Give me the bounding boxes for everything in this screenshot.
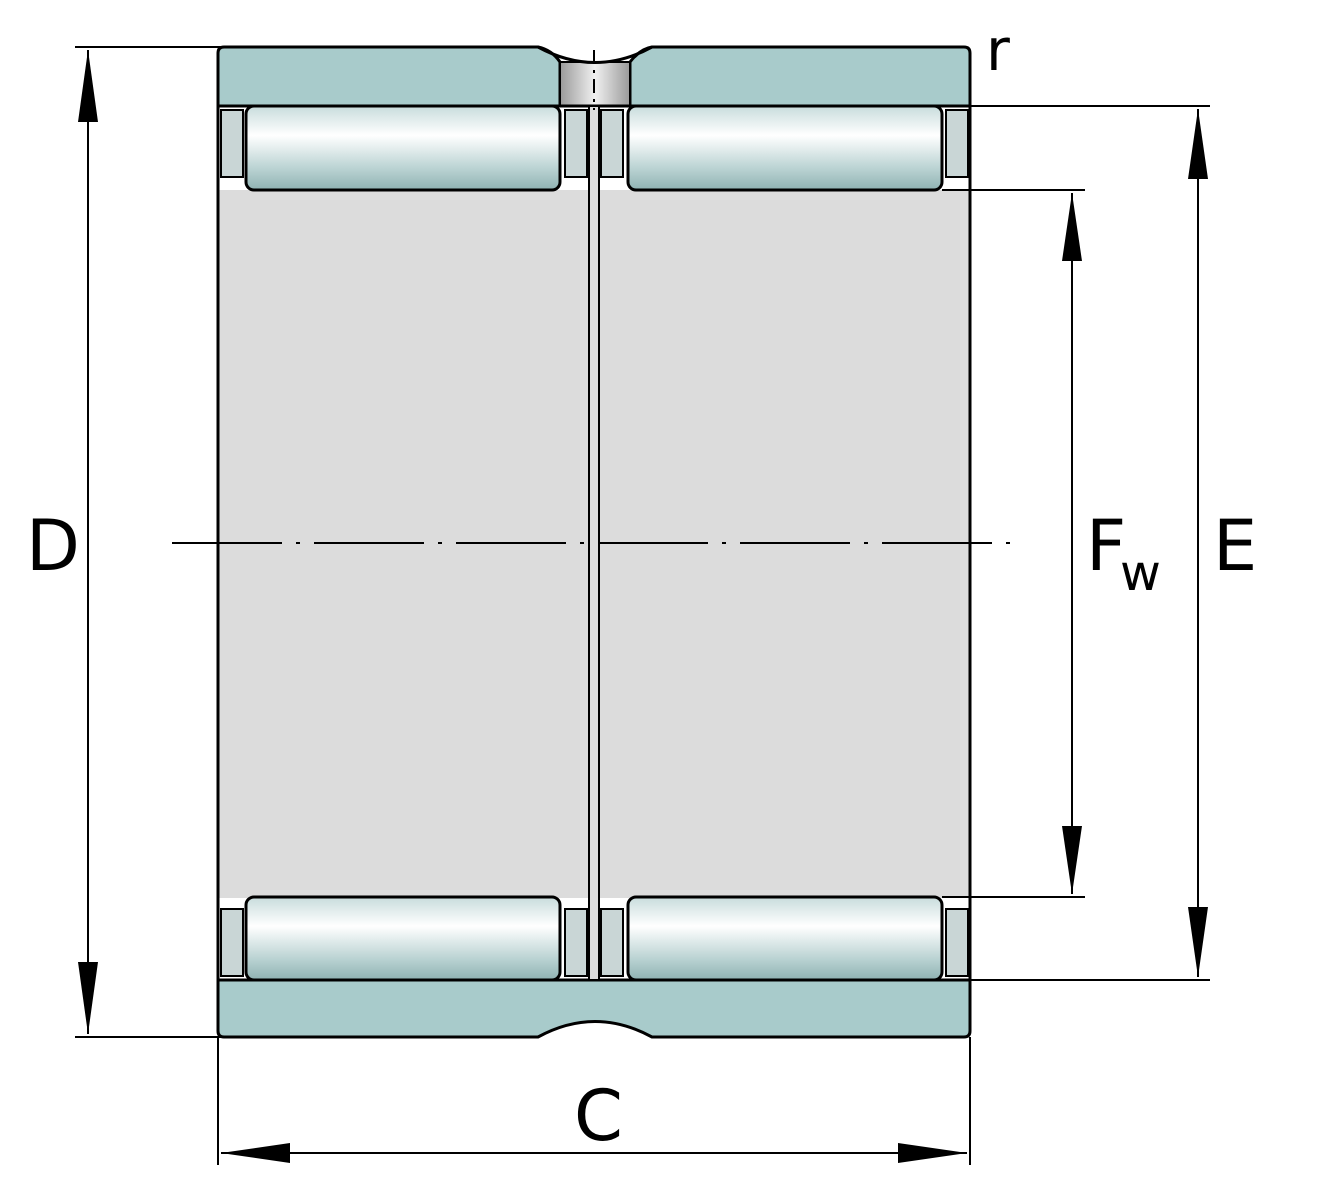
label-C: C — [574, 1075, 623, 1157]
label-E: E — [1213, 505, 1257, 587]
center-separator — [588, 105, 600, 981]
label-Fw: F — [1086, 505, 1126, 587]
outer-ring-top-left — [216, 45, 562, 108]
roller-bottom-right — [626, 895, 944, 982]
outer-ring-bottom — [216, 978, 972, 1039]
dimension-D — [78, 50, 98, 1034]
roller-top-left — [244, 104, 562, 192]
label-r: r — [986, 16, 1010, 84]
cage-lug — [220, 908, 244, 977]
cage-lug — [220, 109, 244, 178]
cage-lug — [600, 908, 624, 977]
dimension-E — [1188, 109, 1208, 977]
outer-ring-top-right — [628, 45, 972, 108]
cage-lug — [945, 908, 969, 977]
roller-top-right — [626, 104, 944, 192]
dimension-C — [221, 1143, 967, 1163]
roller-bottom-left — [244, 895, 562, 982]
cage-lug — [600, 109, 624, 178]
cage-lug — [564, 908, 588, 977]
cage-lug — [564, 109, 588, 178]
dimension-Fw — [1062, 193, 1082, 894]
label-D: D — [26, 505, 80, 587]
label-Fw-subscript: w — [1120, 544, 1161, 602]
cage-lug — [945, 109, 969, 178]
